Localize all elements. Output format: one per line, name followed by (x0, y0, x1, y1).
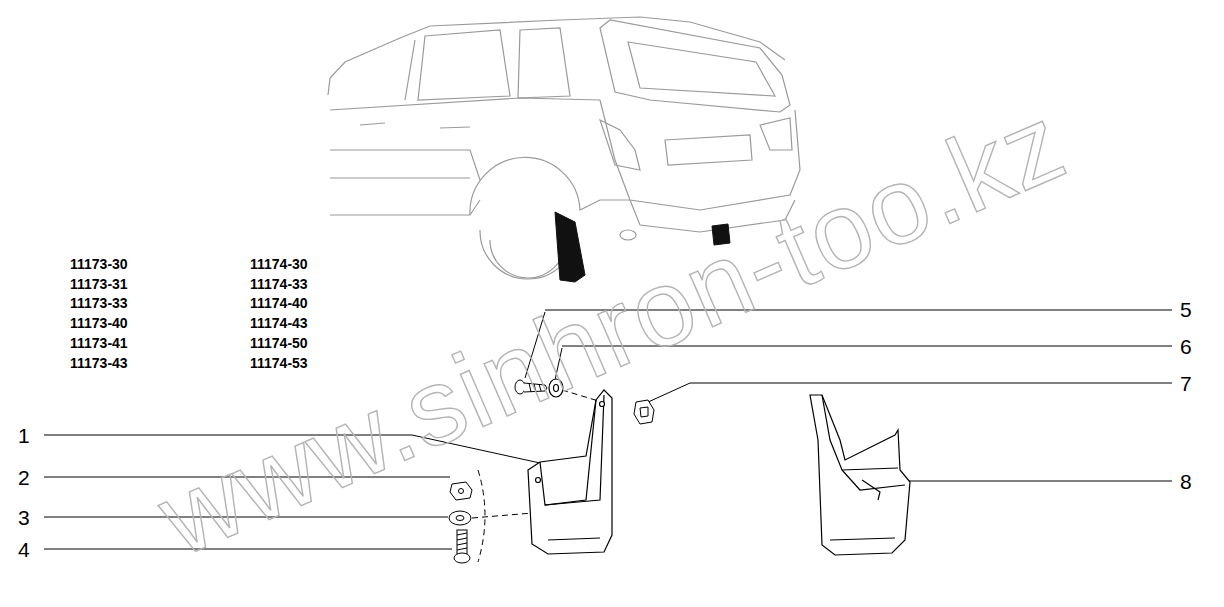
model-code: 11173-31 (70, 277, 128, 291)
model-code: 11173-41 (70, 336, 128, 350)
model-code: 11174-30 (250, 257, 308, 271)
callout-number: 1 (18, 425, 30, 446)
washer-part (449, 511, 471, 525)
model-code: 11173-40 (70, 316, 128, 330)
model-code: 11173-33 (70, 296, 128, 310)
clip-part (634, 400, 654, 424)
model-code: 11174-53 (250, 356, 308, 370)
model-code: 11173-43 (70, 356, 128, 370)
model-code: 11174-50 (250, 336, 308, 350)
car-mudflap (555, 212, 585, 282)
model-code: 11174-40 (250, 296, 308, 310)
model-code: 11174-33 (250, 277, 308, 291)
model-code: 11174-43 (250, 316, 308, 330)
callout-number: 6 (1180, 336, 1192, 357)
callout-number: 2 (18, 467, 30, 488)
callout-number: 3 (18, 507, 30, 528)
callout-number: 5 (1180, 299, 1192, 320)
callout-number: 7 (1180, 373, 1192, 394)
model-code: 11173-30 (70, 257, 128, 271)
nut-part (450, 482, 472, 500)
bolt-part (454, 530, 470, 563)
callout-number: 8 (1180, 471, 1192, 492)
callout-number: 4 (18, 539, 30, 560)
mudflap-part (810, 395, 910, 555)
